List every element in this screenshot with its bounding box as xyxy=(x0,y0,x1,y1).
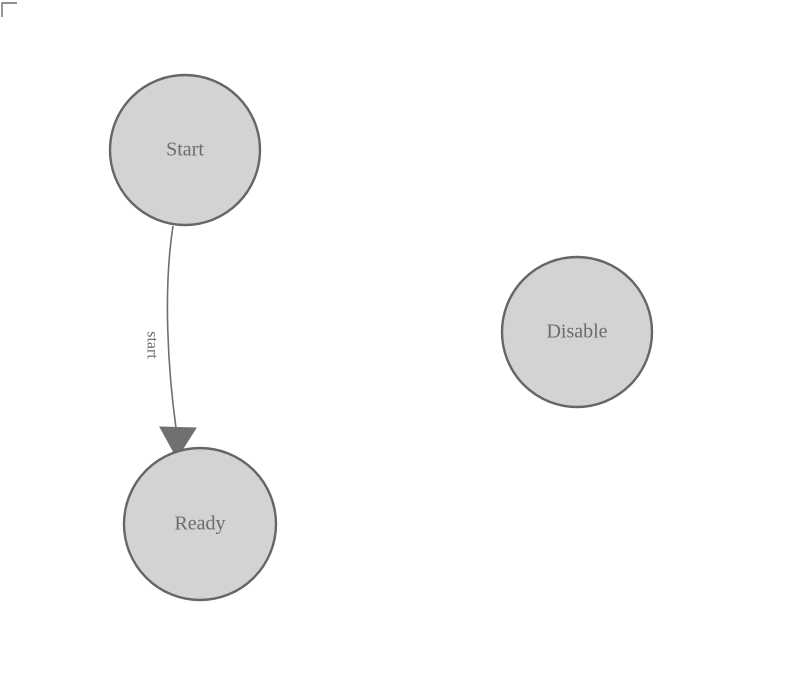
arrowhead-icon xyxy=(159,426,197,459)
state-node-disable-circle xyxy=(500,255,654,409)
state-node-ready-circle xyxy=(122,446,278,602)
state-node-start-label: Start xyxy=(166,139,204,161)
edge-line xyxy=(166,225,177,429)
state-node-ready[interactable]: Ready xyxy=(122,446,278,602)
state-node-disable[interactable]: Disable xyxy=(500,255,654,409)
state-node-start[interactable]: Start xyxy=(108,73,262,227)
state-node-disable-label: Disable xyxy=(546,321,607,343)
crop-corner-mark xyxy=(1,2,17,17)
state-node-start-circle xyxy=(108,73,262,227)
state-node-ready-label: Ready xyxy=(174,513,225,535)
edge-label-start: start xyxy=(143,331,160,359)
edge-start-to-ready[interactable]: start xyxy=(143,225,197,459)
